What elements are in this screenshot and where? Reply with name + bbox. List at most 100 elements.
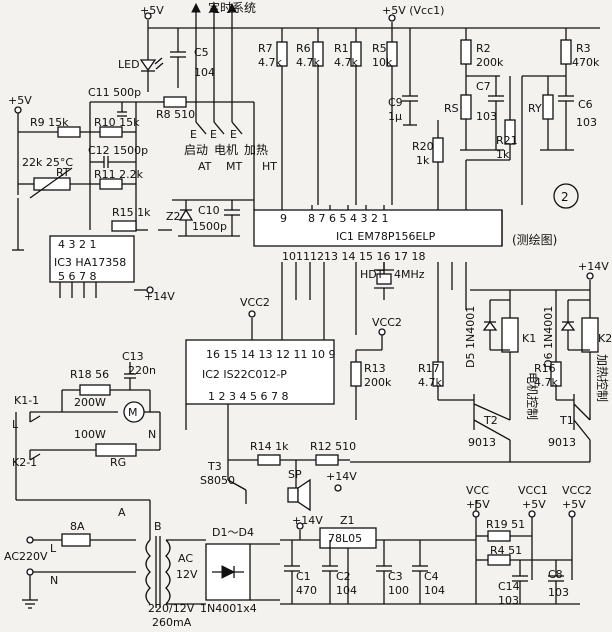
c9-value: 1μ	[388, 110, 402, 123]
r17-symbol	[432, 350, 444, 400]
rail-vcc1-5v: +5V	[522, 498, 546, 511]
k2-label: K2	[598, 332, 612, 345]
c1-value: 470	[296, 584, 317, 597]
rs-label: RS	[444, 102, 459, 115]
switch-e1: E	[190, 128, 197, 141]
r3-value: 470k	[572, 56, 600, 69]
r18-label: R18 56	[70, 368, 109, 381]
z2-label: Z2	[166, 210, 181, 223]
t2-label: T2	[483, 414, 498, 427]
sp-label: SP	[288, 468, 302, 481]
c5-label: C5	[194, 46, 209, 59]
k2-1-label: K2-1	[12, 456, 37, 469]
motor-control-label: 电机控制	[525, 372, 539, 420]
r1-label: R1	[334, 42, 349, 55]
transformer-current: 260mA	[152, 616, 192, 629]
timing-arrows	[191, 2, 237, 42]
figure-badge-number: 2	[561, 190, 569, 204]
led-symbol	[139, 45, 164, 92]
c1-label: C1	[296, 570, 311, 583]
ic1-name: IC1 EM78P156ELP	[336, 230, 436, 243]
ic2-name: IC2 IS22C012-P	[202, 368, 287, 381]
supply-14v-reg: +14V	[292, 514, 323, 527]
ry-label: RY	[528, 102, 542, 115]
r2-label: R2	[476, 42, 491, 55]
c3-label: C3	[388, 570, 403, 583]
r12-label: R12 510	[310, 440, 356, 453]
vcc2-ic2-label: VCC2	[240, 296, 270, 309]
r21-value: 1k	[496, 148, 510, 161]
regulator-label: 78L05	[328, 532, 362, 545]
left-input-network	[12, 96, 255, 251]
r8-label: R8 510	[156, 108, 195, 121]
r13-value: 200k	[364, 376, 392, 389]
ic1-pin9: 9	[280, 212, 287, 225]
t3-model: S8050	[200, 474, 235, 487]
transistor-t2	[438, 394, 511, 462]
c2-value: 104	[336, 584, 357, 597]
switch-mt-label: MT	[226, 160, 242, 173]
vcc2-r13-label: VCC2	[372, 316, 402, 329]
r16-value: 4.7k	[534, 376, 558, 389]
ic1-pin-leads	[281, 205, 467, 350]
r1-value: 4.7k	[334, 56, 358, 69]
mains-l-label: L	[50, 542, 57, 555]
survey-label: (测绘图)	[512, 232, 557, 247]
t1-model: 9013	[548, 436, 576, 449]
c8-label: C8	[548, 568, 563, 581]
t1-label: T1	[559, 414, 574, 427]
rg-label: RG	[110, 456, 126, 469]
ic3-pins-bottom: 5 6 7 8	[58, 270, 96, 283]
ic1-pins-bottom: 10111213 14 15 16 17 18	[282, 250, 425, 263]
supply-5v-top: +5V	[140, 4, 164, 17]
r16-label: R16	[534, 362, 556, 375]
rail-vcc1-label: VCC1	[518, 484, 548, 497]
r3-label: R3	[576, 42, 591, 55]
r17-value: 4.7k	[418, 376, 442, 389]
fuse-label: 8A	[70, 520, 85, 533]
rt-note: 22k 25°C	[22, 156, 73, 169]
c11-label: C11 500p	[88, 86, 141, 99]
c4-label: C4	[424, 570, 439, 583]
r2-value: 200k	[476, 56, 504, 69]
misc-wires	[185, 300, 357, 460]
c9-symbol	[402, 28, 418, 126]
supply-5v-left: +5V	[8, 94, 32, 107]
top-rail	[144, 12, 600, 45]
ic3-name: IC3 HA17358	[54, 256, 126, 269]
r6-value: 4.7k	[296, 56, 320, 69]
switch-e3: E	[230, 128, 237, 141]
r15-label: R15 1k	[112, 206, 151, 219]
r100w-label: 100W	[74, 428, 106, 441]
rail-vcc-label: VCC	[466, 484, 489, 497]
r2-rs-c7	[460, 28, 504, 151]
c14-value: 103	[498, 594, 519, 607]
figure-badge	[553, 183, 579, 209]
r200w-label: 200W	[74, 396, 106, 409]
c7-value: 103	[476, 110, 497, 123]
c13-value: 220n	[128, 364, 156, 377]
k1-1-label: K1-1	[14, 394, 39, 407]
r3-ry-c6	[521, 28, 574, 205]
transistor-t1	[556, 394, 591, 462]
ic1-package	[253, 200, 503, 247]
c7-label: C7	[476, 80, 491, 93]
load-section	[15, 362, 161, 500]
supply-14v-relay: +14V	[578, 260, 609, 273]
c6-value: 103	[576, 116, 597, 129]
c3-value: 100	[388, 584, 409, 597]
ic2-pins-top: 16 15 14 13 12 11 10 9	[206, 348, 335, 361]
rail-vcc2-5v: +5V	[562, 498, 586, 511]
bridge-label: D1～D4	[212, 526, 254, 539]
c4-value: 104	[424, 584, 445, 597]
r17-label: R17	[418, 362, 440, 375]
ic2-package	[185, 310, 335, 405]
supply-14v-sp: +14V	[326, 470, 357, 483]
switch-at-label: AT	[198, 160, 212, 173]
r20-symbol	[432, 120, 444, 205]
t2-model: 9013	[468, 436, 496, 449]
led-label: LED	[118, 58, 140, 71]
c14-label: C14	[498, 580, 520, 593]
buzzer-driver	[227, 454, 350, 512]
